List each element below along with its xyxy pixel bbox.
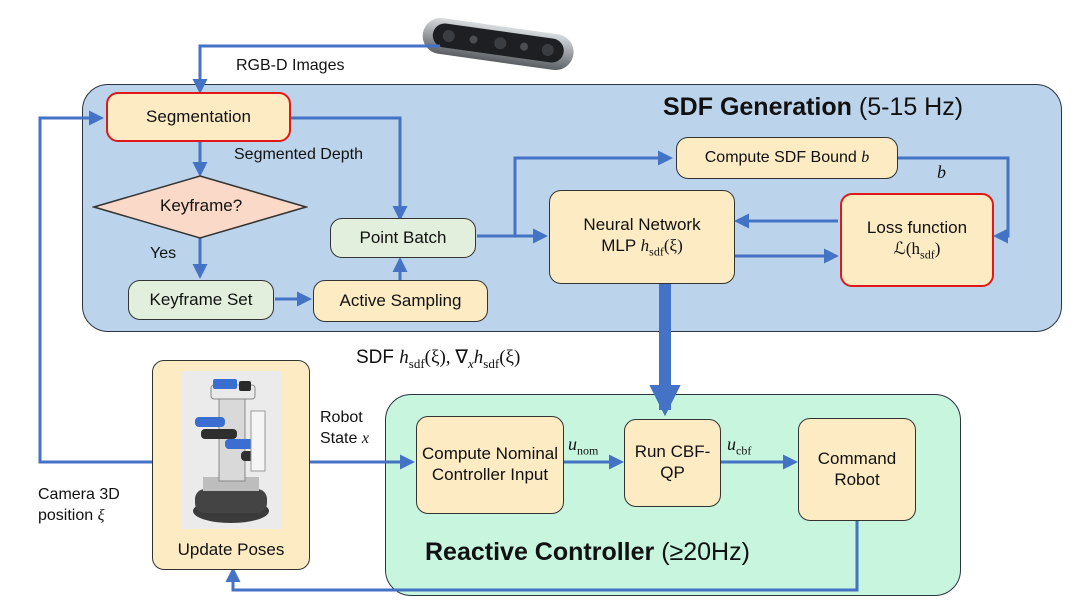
- active-sampling-box: Active Sampling: [313, 280, 488, 322]
- nn-h-argument: (ξ): [663, 235, 683, 255]
- loss-function-label: Loss function: [866, 218, 968, 238]
- arrow-poses-to-segmentation: [38, 110, 152, 464]
- compute-nominal-label: Compute Nominal Controller Input: [421, 444, 559, 484]
- segmentation-box: Segmentation: [106, 92, 291, 142]
- segmented-depth-label: Segmented Depth: [234, 146, 363, 163]
- camera-position-label: Camera 3D position ξ: [38, 486, 120, 524]
- update-poses-box: Update Poses: [152, 360, 310, 570]
- loss-close: ): [934, 238, 941, 258]
- bound-b-label: b: [937, 162, 946, 182]
- robot-icon: [181, 371, 281, 529]
- u-nom-label: unom: [568, 434, 599, 458]
- segmentation-label: Segmentation: [146, 106, 251, 126]
- loss-expr: ℒ(h: [893, 238, 921, 258]
- depth-camera-icon: [422, 17, 574, 71]
- compute-sdf-bound-var: b: [861, 149, 870, 167]
- rgbd-images-label: RGB-D Images: [236, 57, 345, 74]
- nn-h-symbol: h: [640, 235, 650, 255]
- compute-sdf-bound-label: Compute SDF Bound: [704, 149, 857, 167]
- arrow-bound-to-loss: [898, 156, 1010, 244]
- yes-label: Yes: [150, 245, 177, 262]
- keyframe-set-box: Keyframe Set: [128, 280, 274, 320]
- keyframe-set-label: Keyframe Set: [149, 289, 253, 309]
- arrow-command-to-poses: [225, 521, 859, 592]
- sdf-generation-title: SDF Generation (5-15 Hz): [663, 93, 964, 121]
- arrow-segmentation-to-point-batch: [290, 116, 408, 221]
- point-batch-label: Point Batch: [359, 227, 447, 247]
- keyframe-decision: [92, 175, 308, 239]
- neural-network-box: Neural Network MLP hsdf(ξ): [549, 190, 735, 284]
- loss-function-box: Loss function ℒ(hsdf): [840, 193, 994, 287]
- reactive-controller-title: Reactive Controller (≥20Hz): [425, 538, 750, 566]
- sdf-output-label: SDF hsdf(ξ), ∇xhsdf(ξ): [356, 347, 521, 371]
- robot-state-label: Robot State x: [320, 409, 369, 447]
- keyframe-decision-label: Keyframe?: [160, 196, 243, 215]
- arrow-camera-to-segmentation: [192, 44, 440, 94]
- run-cbf-qp-label: Run CBF-QP: [634, 442, 711, 482]
- compute-nominal-box: Compute Nominal Controller Input: [416, 416, 564, 514]
- u-cbf-label: ucbf: [727, 434, 752, 458]
- neural-network-mlp-label: MLP: [601, 235, 636, 255]
- command-robot-label: Command Robot: [817, 448, 897, 489]
- command-robot-box: Command Robot: [798, 418, 916, 521]
- neural-network-label: Neural Network: [583, 215, 701, 235]
- active-sampling-label: Active Sampling: [339, 290, 462, 310]
- run-cbf-qp-box: Run CBF-QP: [624, 419, 721, 507]
- compute-sdf-bound-box: Compute SDF Bound b: [676, 137, 898, 179]
- nn-h-subscript: sdf: [649, 244, 664, 259]
- arrow-point-batch-to-bound: [513, 150, 673, 236]
- point-batch-box: Point Batch: [330, 218, 476, 258]
- loss-subscript: sdf: [920, 247, 935, 262]
- update-poses-label: Update Poses: [177, 540, 285, 560]
